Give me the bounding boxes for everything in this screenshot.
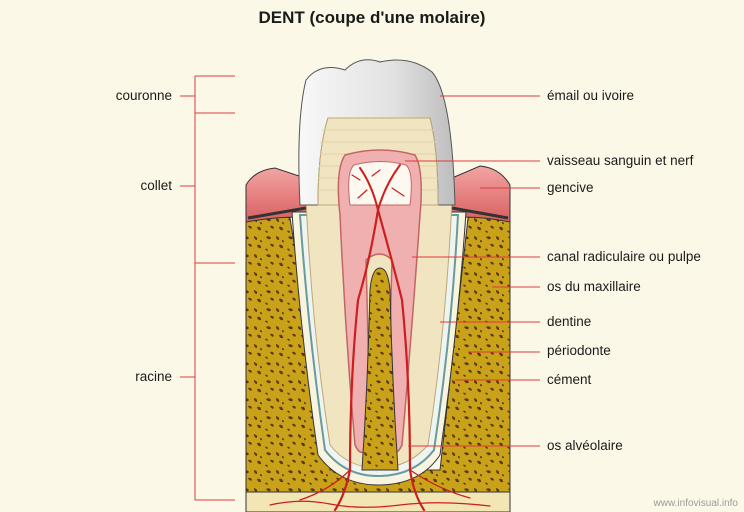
label-os-alveolaire: os alvéolaire (547, 438, 623, 453)
label-canal: canal radiculaire ou pulpe (547, 249, 701, 264)
label-email: émail ou ivoire (547, 88, 634, 103)
label-couronne: couronne (62, 88, 172, 103)
watermark: www.infovisual.info (654, 498, 738, 509)
label-vaisseau: vaisseau sanguin et nerf (547, 153, 693, 168)
label-dentine: dentine (547, 314, 591, 329)
label-racine: racine (62, 369, 172, 384)
left-bracket (180, 76, 235, 500)
label-periodonte: périodonte (547, 343, 611, 358)
label-gencive: gencive (547, 180, 594, 195)
label-collet: collet (62, 178, 172, 193)
label-os-maxillaire: os du maxillaire (547, 279, 641, 294)
label-cement: cément (547, 372, 591, 387)
